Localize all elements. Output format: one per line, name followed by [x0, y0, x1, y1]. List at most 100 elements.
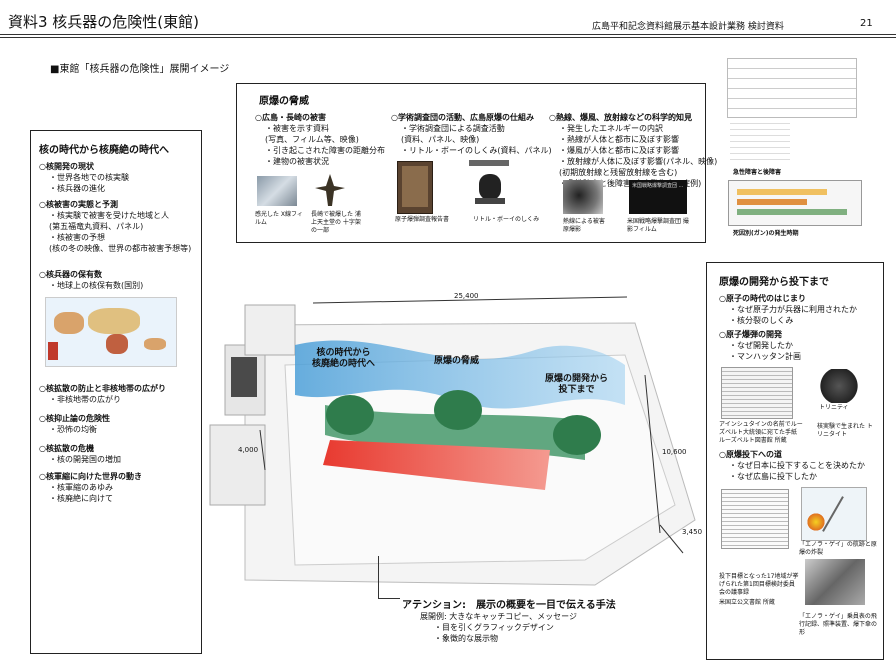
- dim-line-right: [644, 374, 661, 534]
- zone-label-development: 原爆の開発から 投下まで: [545, 374, 609, 395]
- green-circle-3: [553, 415, 601, 455]
- report-book-photo: [397, 161, 433, 214]
- left-item: ・核軍縮のあゆみ: [49, 483, 113, 492]
- left-item: ・核兵器の進化: [49, 184, 105, 193]
- col2-item: ・リトル・ボーイのしくみ(資料、パネル): [401, 146, 552, 155]
- project-name: 広島平和記念資料館展示基本設計業務 検討資料: [592, 22, 784, 32]
- left-s2-head: ○核被害の実態と予測: [39, 200, 118, 209]
- section-subtitle: ■東館「核兵器の危険性」展開イメージ: [50, 64, 230, 75]
- left-s3: ○核兵器の保有数 ・地球上の核保有数(国別): [39, 269, 143, 291]
- caption-trinity: トリニティ: [819, 404, 849, 411]
- right-item: ・なぜ開発したか: [729, 341, 793, 350]
- left-item: ・非核地帯の広がり: [49, 395, 121, 404]
- wall-block-3: [244, 304, 296, 356]
- caption-xray: 感光した X線フィルム: [255, 211, 303, 226]
- nuclear-age-panel: 核の時代から核廃絶の時代へ ○核開発の現状 ・世界各地での核実験 ・核兵器の進化…: [30, 130, 202, 654]
- left-item: ・世界各地での核実験: [49, 173, 129, 182]
- chart3-label: 死因別(ガン)の発生時期: [733, 230, 799, 237]
- right-item: ・マンハッタン計画: [729, 352, 801, 361]
- left-item: ・恐怖の均衡: [49, 425, 97, 434]
- col3-item: ・放射線が人体に及ぼす影響(パネル、映像): [559, 157, 718, 166]
- col1-item: (写真、フィルム等、映像): [265, 135, 359, 144]
- cross-photo: [315, 174, 345, 206]
- little-boy-photo: [469, 160, 509, 204]
- left-item: ・核廃絶に向けて: [49, 494, 113, 503]
- threat-panel-title: 原爆の脅威: [259, 96, 309, 107]
- right-item: ・核分裂のしくみ: [729, 316, 794, 325]
- caption-shadow: 熱線による被害 原爆影: [563, 218, 605, 233]
- header-rule: [0, 34, 896, 35]
- col3-item: ・熱線が人体と都市に及ぼす影響: [559, 135, 679, 144]
- col2-item: (資料、パネル、映像): [401, 135, 480, 144]
- floor-plan-3d: [209, 296, 696, 586]
- dim-line-corner: [659, 524, 684, 554]
- green-circle-1: [326, 395, 374, 435]
- page-title: 資料3 核兵器の危険性(東館): [8, 13, 200, 31]
- left-item: ・核被害の予想: [49, 233, 105, 242]
- left-s1-head: ○核開発の現状: [39, 162, 94, 171]
- right-s2-head: ○原子爆弾の開発: [719, 330, 782, 339]
- caption-archives: 米国立公文書館 所蔵: [719, 599, 775, 606]
- green-circle-2: [434, 390, 482, 430]
- dim-line-left: [259, 429, 266, 471]
- attention-leader: [378, 556, 379, 598]
- film-slate-photo: 米国戦略爆撃調査団 ...: [629, 180, 687, 214]
- attention-leader-h: [378, 598, 400, 599]
- attention-item-2: ・象徴的な展示物: [434, 634, 498, 643]
- chart1-label: 急性障害と後障害: [733, 169, 782, 176]
- enola-gay-items-image: [805, 559, 865, 605]
- wall-block-2: [209, 424, 266, 506]
- right-item: ・なぜ日本に投下することを決めたか: [729, 461, 865, 470]
- left-item: ・核実験で被害を受けた地域と人: [49, 211, 169, 220]
- left-s6-head: ○核拡散の危機: [39, 444, 94, 453]
- minutes-image: [721, 489, 789, 549]
- left-item: ・地球上の核保有数(国別): [49, 281, 144, 290]
- col1-item: ・被害を示す資料: [265, 124, 329, 133]
- trinitite-image: [819, 369, 859, 403]
- green-band: [325, 405, 585, 460]
- dim-width: 25,400: [454, 292, 479, 300]
- mini-table: [727, 58, 857, 118]
- col2-item: ・学術調査団による調査活動: [401, 124, 505, 133]
- left-s7: ○核軍縮に向けた世界の動き ・核軍縮のあゆみ ・核廃絶に向けて: [39, 471, 142, 504]
- dim-corner: 3,450: [682, 528, 703, 536]
- dark-room: [231, 357, 257, 397]
- col1-head: ○広島・長崎の被害: [255, 113, 326, 122]
- right-s3-head: ○原爆投下への道: [719, 450, 782, 459]
- shadow-photo: [563, 180, 603, 214]
- right-s2: ○原子爆弾の開発 ・なぜ開発したか ・マンハッタン計画: [719, 329, 801, 362]
- left-s1: ○核開発の現状 ・世界各地での核実験 ・核兵器の進化: [39, 161, 129, 194]
- flight-path-image: [801, 487, 867, 541]
- dim-left: 4,000: [238, 446, 259, 454]
- development-panel: 原爆の開発から投下まで ○原子の時代のはじまり ・なぜ原子力が兵器に利用されたか…: [706, 262, 884, 660]
- right-item: ・なぜ原子力が兵器に利用されたか: [729, 305, 857, 314]
- caption-trinitite: 核実験で生まれた トリニタイト: [817, 423, 873, 438]
- nuclear-age-title: 核の時代から核廃絶の時代へ: [39, 145, 169, 156]
- right-s1-head: ○原子の時代のはじまり: [719, 294, 806, 303]
- col1-item: ・建物の被害状況: [265, 157, 329, 166]
- dim-right: 10,600: [662, 448, 687, 456]
- attention-item-1: ・目を引くグラフィックデザイン: [434, 623, 554, 632]
- xray-film-photo: [257, 176, 297, 206]
- world-map-image: [45, 297, 177, 367]
- development-title: 原爆の開発から投下まで: [719, 277, 829, 288]
- red-carpet: [323, 440, 550, 490]
- threat-panel: 原爆の脅威 ○広島・長崎の被害 ・被害を示す資料 (写真、フィルム等、映像) ・…: [236, 83, 717, 243]
- caption-enola-gay: 「エノラ・ゲイ」乗員表の飛行記録、照準装置、爆下傘の形: [799, 613, 878, 636]
- caption-flight: 「エノラ・ゲイ」の航跡と原爆の炸裂: [799, 541, 877, 556]
- threat-col2: ○学術調査団の活動、広島原爆の仕組み ・学術調査団による調査活動 (資料、パネル…: [391, 112, 552, 156]
- col3-item: (初期放射線と残留放射線を含む): [559, 168, 678, 177]
- caption-report: 原子爆弾調査報告書: [395, 216, 450, 223]
- caption-film: 米国戦略爆撃調査団 撮影フィルム: [627, 218, 689, 233]
- caption-minutes: 投下目標となった17地域が挙げられた第1回目標検討委員会の議事録: [719, 573, 799, 596]
- left-s2: ○核被害の実態と予測 ・核実験で被害を受けた地域と人 (第五福竜丸資料、パネル)…: [39, 199, 191, 254]
- col3-item: ・爆風が人体と都市に及ぼす影響: [559, 146, 679, 155]
- caption-einstein: アインシュタインの名前でルーズベルト大統領に宛てた手紙 ルーズベルト図書館 所蔵: [719, 421, 803, 444]
- left-s5: ○核抑止論の危険性 ・恐怖の均衡: [39, 413, 110, 435]
- einstein-letter-image: [721, 367, 793, 419]
- threat-col3: ○熱線、爆風、放射線などの科学的知見 ・発生したエネルギーの内訳 ・熱線が人体と…: [549, 112, 717, 189]
- dim-line-top: [312, 296, 628, 304]
- left-s6: ○核拡散の危機 ・核の開発国の増加: [39, 443, 121, 465]
- left-s4: ○核拡散の防止と非核地帯の広がり ・非核地帯の広がり: [39, 383, 166, 405]
- mini-list: [730, 118, 790, 163]
